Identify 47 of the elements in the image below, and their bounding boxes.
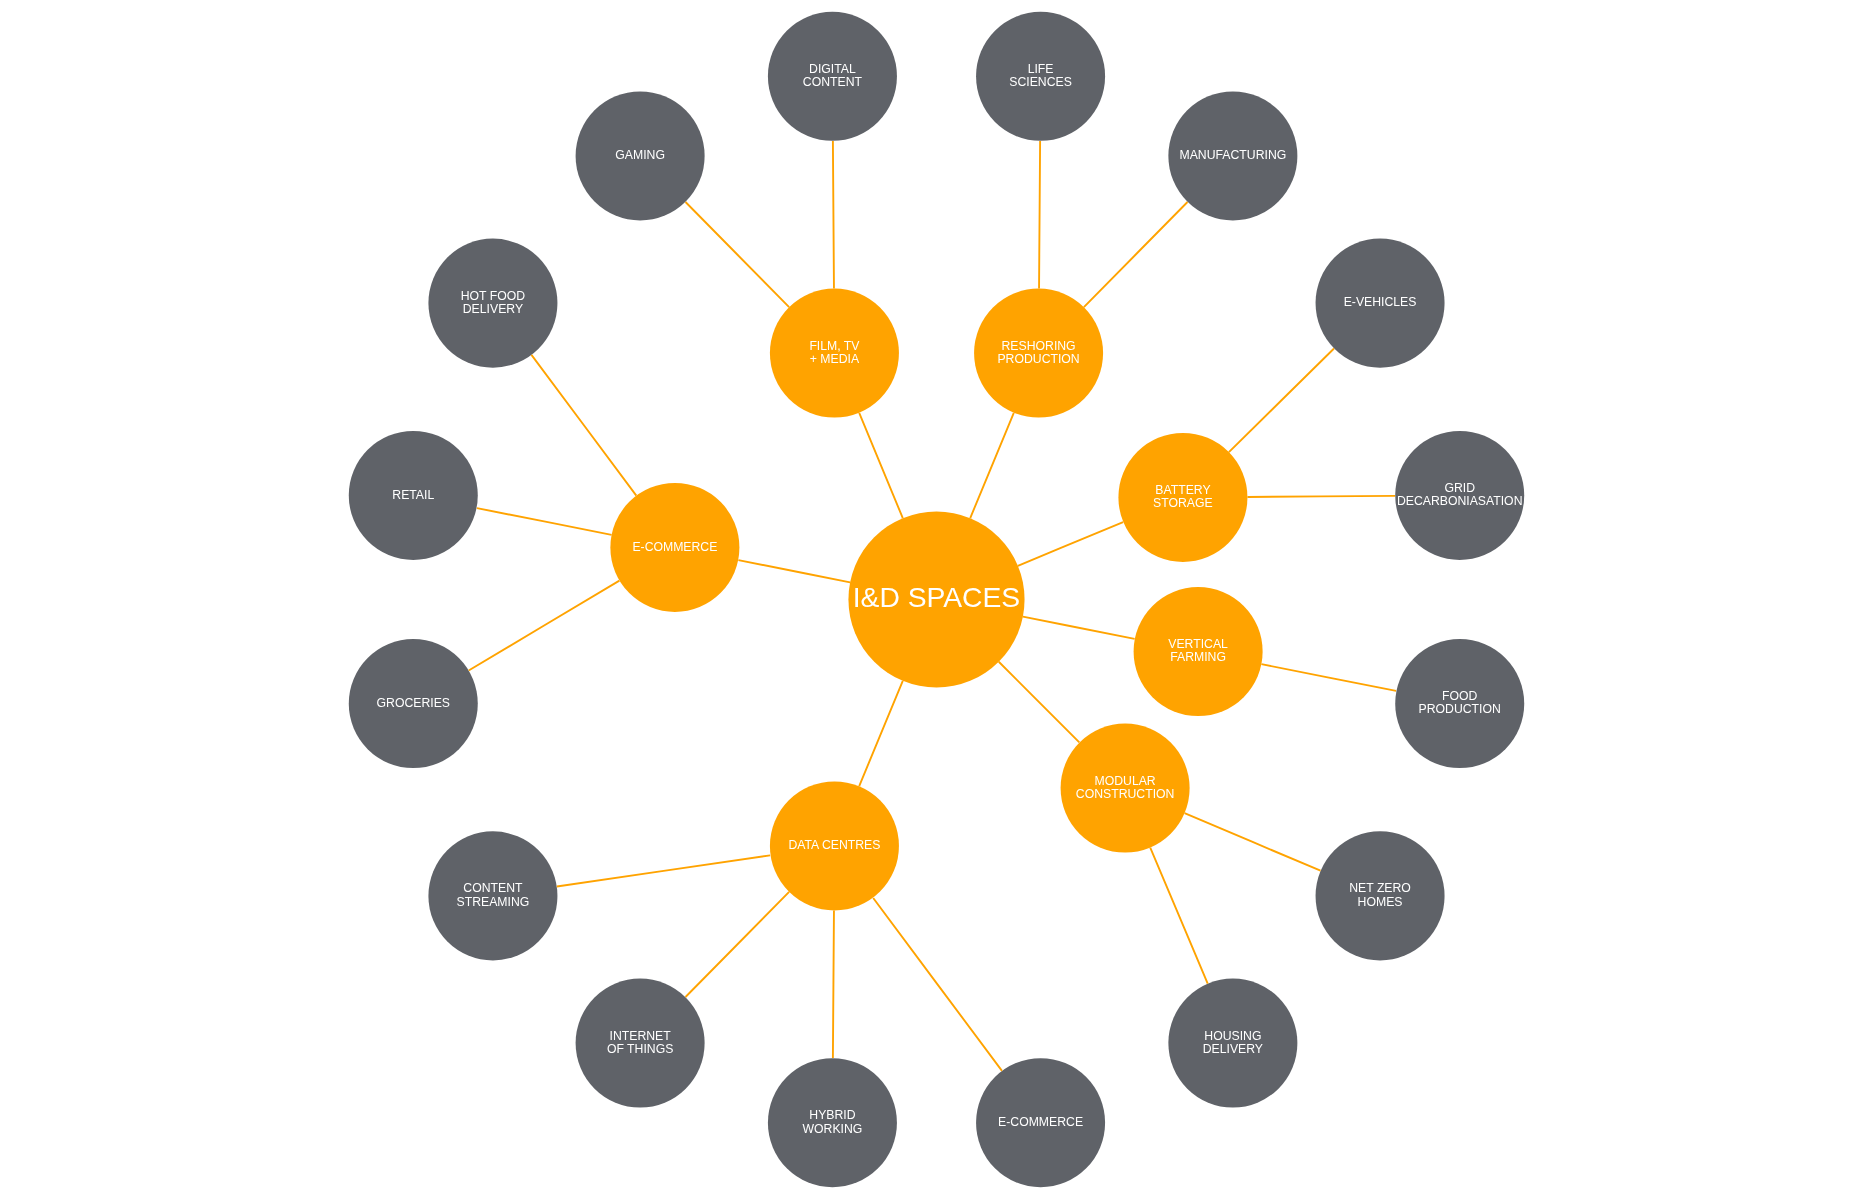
node-circle: E-COMMERCE xyxy=(609,482,739,612)
connector xyxy=(968,411,1015,520)
node-circle: RESHORING PRODUCTION xyxy=(973,288,1103,418)
connector xyxy=(1037,140,1041,290)
node-circle: DIGITAL CONTENT xyxy=(767,11,897,141)
node-circle: GROCERIES xyxy=(348,639,478,769)
connector xyxy=(1021,615,1136,640)
node-circle: FOOD PRODUCTION xyxy=(1394,639,1524,769)
node-circle: CONTENT STREAMING xyxy=(427,831,557,961)
node-circle: MODULAR CONSTRUCTION xyxy=(1060,723,1190,853)
node-circle: HOUSING DELIVERY xyxy=(1167,978,1297,1108)
connector xyxy=(831,140,835,290)
connector xyxy=(857,679,904,788)
connector xyxy=(530,353,637,497)
node-circle: LIFE SCIENCES xyxy=(975,11,1105,141)
node-circle: E-VEHICLES xyxy=(1315,238,1445,368)
node-circle: RETAIL xyxy=(348,430,478,560)
connector xyxy=(467,579,620,672)
connector xyxy=(857,411,904,520)
connector xyxy=(555,854,771,888)
node-circle: E-COMMERCE xyxy=(975,1058,1105,1188)
connector xyxy=(1260,663,1397,692)
connector xyxy=(871,897,1003,1072)
node-circle: GRID DECARBONIASATION xyxy=(1394,430,1524,560)
connector xyxy=(684,890,790,998)
node-circle: FILM, TV + MEDIA xyxy=(769,288,899,418)
connector xyxy=(1183,812,1321,872)
node-circle: VERTICAL FARMING xyxy=(1133,587,1263,717)
connector xyxy=(475,507,612,536)
connector xyxy=(831,909,835,1059)
connector xyxy=(1227,347,1335,454)
node-circle: I&D SPACES xyxy=(847,511,1025,688)
node-circle: HYBRID WORKING xyxy=(767,1058,897,1188)
node-circle: MANUFACTURING xyxy=(1167,91,1297,221)
node-circle: BATTERY STORAGE xyxy=(1117,432,1247,562)
connector xyxy=(1082,201,1188,309)
connector xyxy=(736,559,851,584)
connector xyxy=(1148,846,1209,985)
connector xyxy=(684,201,790,309)
node-circle: NET ZERO HOMES xyxy=(1315,831,1445,961)
node-circle: HOT FOOD DELIVERY xyxy=(427,238,557,368)
connector xyxy=(997,660,1080,744)
connector xyxy=(1246,494,1396,498)
connector xyxy=(1016,521,1124,567)
node-circle: DATA CENTRES xyxy=(769,781,899,911)
node-circle: INTERNET OF THINGS xyxy=(575,978,705,1108)
node-circle: GAMING xyxy=(575,91,705,221)
